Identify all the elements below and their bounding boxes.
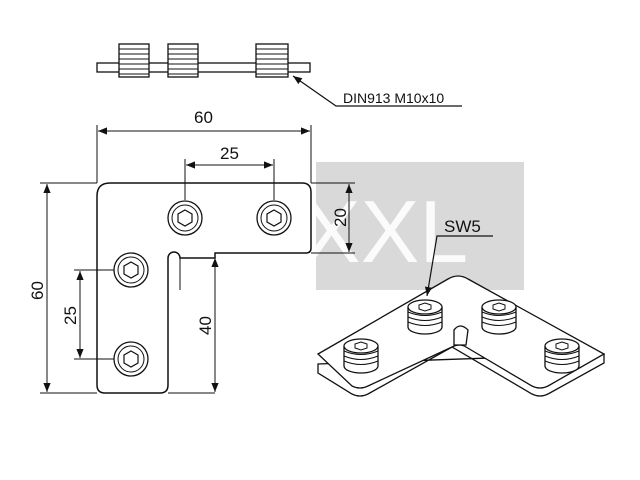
dim-inner-leg (168, 258, 219, 394)
iso-screw-4 (544, 338, 580, 374)
side-screw-1 (118, 43, 150, 78)
top-view (96, 182, 312, 394)
dim-arm-width (311, 182, 355, 254)
iso-notch (453, 325, 469, 346)
watermark-text: TechXXL (116, 182, 468, 281)
dim-hole-spacing-v-label: 25 (61, 306, 80, 325)
wrench-size-label: SW5 (444, 217, 481, 236)
hole-3 (113, 252, 149, 288)
side-screw-2 (167, 43, 199, 78)
top-view-plate (96, 182, 312, 394)
watermark: TechXXL (116, 162, 524, 290)
side-view (96, 43, 311, 78)
wrench-size-callout: SW5 (424, 217, 493, 297)
dim-hole-spacing-h-label: 25 (220, 144, 239, 163)
dim-overall-width-label: 60 (194, 108, 213, 127)
hole-2 (256, 200, 292, 236)
dim-arm-width-label: 20 (331, 208, 350, 227)
dim-inner-leg-label: 40 (196, 316, 215, 335)
dim-hole-spacing-v (74, 269, 114, 360)
dim-hole-spacing-h (184, 159, 275, 200)
iso-screw-1 (407, 299, 443, 335)
set-screw-label: DIN913 M10x10 (343, 90, 444, 106)
isometric-view (316, 275, 606, 397)
side-view-plate (96, 62, 311, 73)
dim-overall-height (40, 182, 97, 394)
iso-screw-2 (481, 299, 517, 335)
hole-1 (167, 200, 203, 236)
side-screw-3 (255, 43, 289, 78)
hole-4 (113, 341, 149, 377)
iso-screw-3 (343, 338, 379, 374)
dim-overall-width (96, 125, 312, 183)
dim-overall-height-label: 60 (28, 281, 47, 300)
set-screw-callout: DIN913 M10x10 (292, 75, 462, 107)
